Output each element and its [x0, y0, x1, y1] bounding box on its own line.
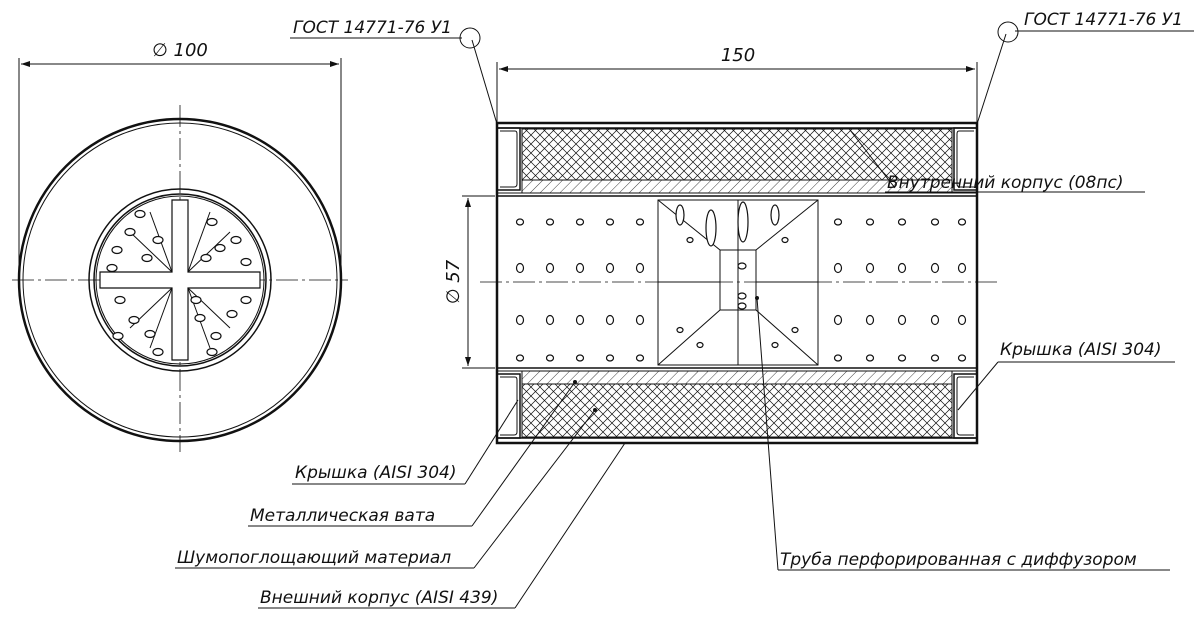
perforation-hole	[575, 314, 585, 326]
cap-left-top	[497, 127, 521, 191]
perforation-hole	[930, 314, 940, 326]
cap-right-top	[953, 127, 977, 191]
absorbing-material-bottom	[521, 383, 953, 438]
outer-shell	[495, 121, 979, 445]
perforation-hole	[833, 354, 843, 362]
end-view-holes	[106, 209, 252, 357]
perforation-hole	[930, 354, 940, 362]
perforation-hole	[833, 218, 843, 226]
perforation-hole	[575, 262, 585, 274]
perforation-hole	[605, 218, 615, 226]
perforation-hole	[897, 218, 907, 226]
cap-left-bottom	[497, 373, 521, 439]
perforation-hole	[575, 218, 585, 226]
diffuser-cross	[99, 199, 261, 361]
section-view: 150 ∅ 57 ГОСТ 14771-76 У1 ГОСТ 14771-76 …	[175, 10, 1194, 609]
perforation-hole	[635, 314, 645, 326]
perforation-hole	[865, 262, 875, 274]
perforation-holes	[515, 218, 967, 362]
perforation-hole	[865, 314, 875, 326]
outer-diameter-dimension: ∅ 100	[152, 40, 208, 61]
perforation-hole	[957, 218, 967, 226]
perforation-hole	[897, 262, 907, 274]
label-cap-left: Крышка (AISI 304)	[295, 463, 457, 483]
label-outer-body: Внешний корпус (AISI 439)	[260, 588, 498, 608]
perforation-hole	[545, 262, 555, 274]
perforation-hole	[515, 314, 525, 326]
perforation-hole	[515, 218, 525, 226]
inner-diameter-dimension: ∅ 57	[443, 259, 464, 304]
label-inner-body: Внутренний корпус (08пс)	[887, 173, 1123, 193]
perforation-hole	[545, 314, 555, 326]
perforation-hole	[865, 218, 875, 226]
perforation-hole	[930, 262, 940, 274]
perforation-hole	[605, 262, 615, 274]
length-dimension: 150	[721, 45, 755, 66]
inner-body-bottom	[521, 370, 953, 385]
standard-label-right: ГОСТ 14771-76 У1	[1024, 10, 1183, 30]
perforation-hole	[515, 262, 525, 274]
diffuser	[657, 199, 819, 366]
perforation-hole	[957, 354, 967, 362]
perforation-hole	[957, 314, 967, 326]
perforation-hole	[635, 218, 645, 226]
perforation-hole	[930, 218, 940, 226]
perforation-hole	[833, 314, 843, 326]
label-absorbing-material: Шумопоглощающий материал	[177, 548, 451, 568]
absorbing-material-top	[521, 128, 953, 181]
perforation-hole	[575, 354, 585, 362]
perforation-hole	[605, 314, 615, 326]
perforation-hole	[635, 262, 645, 274]
end-view: ∅ 100	[12, 40, 348, 452]
perforation-hole	[897, 314, 907, 326]
label-metal-wool: Металлическая вата	[250, 506, 435, 526]
label-cap-right: Крышка (AISI 304)	[1000, 340, 1162, 360]
perforation-hole	[515, 354, 525, 362]
perforation-hole	[865, 354, 875, 362]
label-perforated-pipe: Труба перфорированная с диффузором	[780, 550, 1137, 570]
perforation-hole	[545, 354, 555, 362]
perforation-hole	[635, 354, 645, 362]
pipe-inner-circle	[93, 193, 267, 367]
perforation-hole	[545, 218, 555, 226]
perforation-hole	[897, 354, 907, 362]
perforation-hole	[957, 262, 967, 274]
perforation-hole	[833, 262, 843, 274]
perforation-hole	[605, 354, 615, 362]
standard-label-left: ГОСТ 14771-76 У1	[293, 18, 452, 38]
cap-right-bottom	[953, 373, 977, 439]
pipe-outer-circle	[88, 188, 272, 372]
